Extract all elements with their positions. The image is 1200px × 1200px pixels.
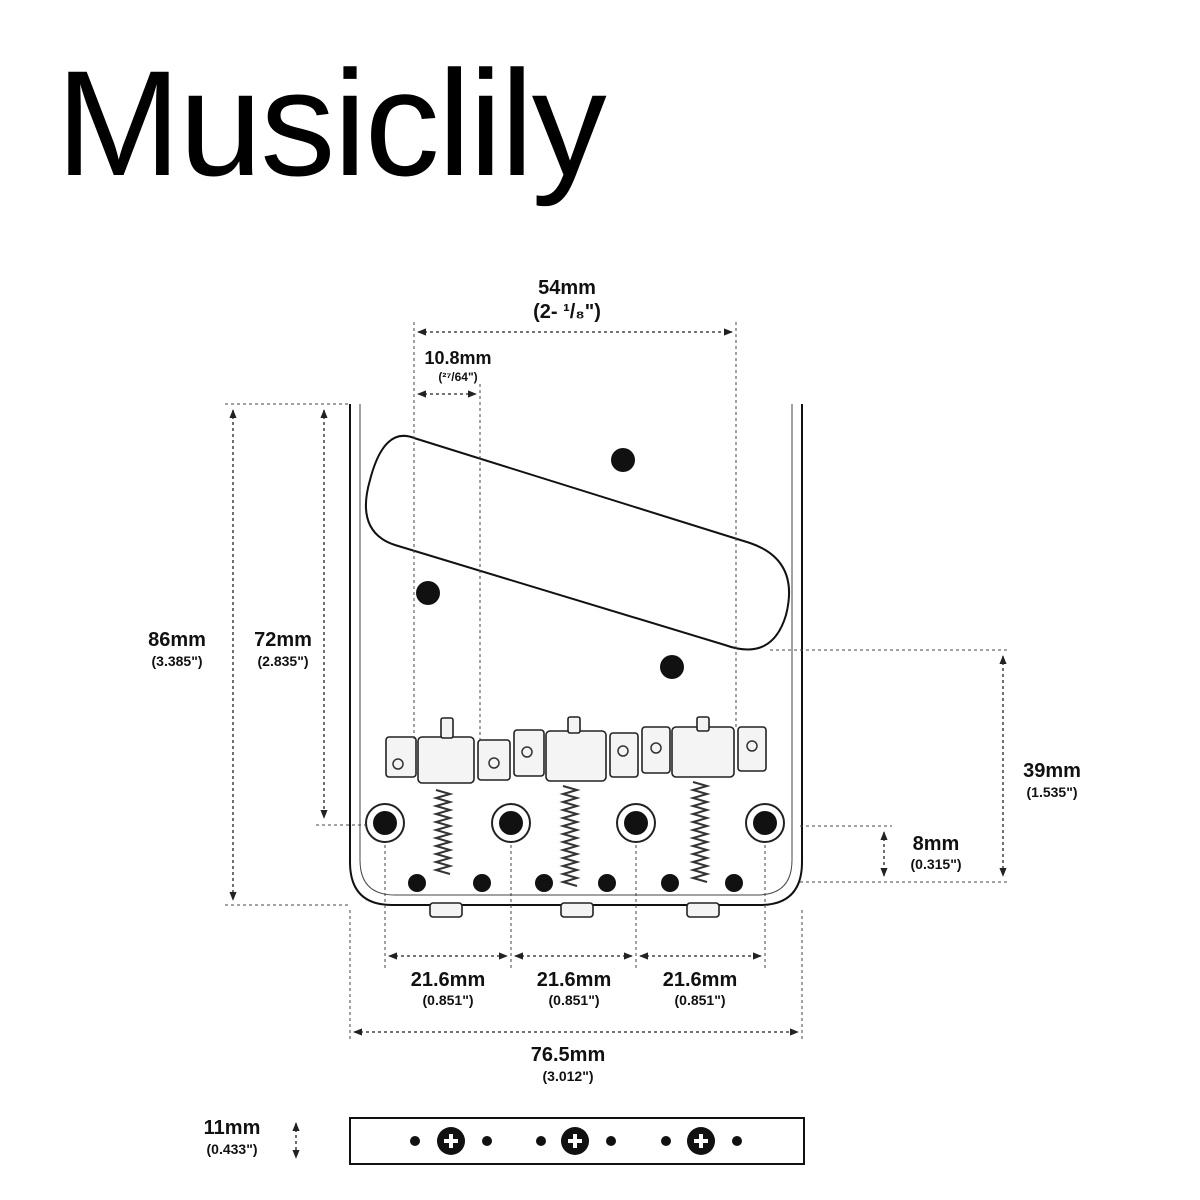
dim-8mm-main: 8mm (913, 833, 960, 855)
dim-54mm-sub: (2- ¹/₈") (533, 301, 601, 323)
pickup-slot (364, 434, 791, 651)
pickup-mount-holes (416, 448, 684, 679)
bridge-mount-holes (365, 803, 785, 843)
saddle-1 (385, 717, 511, 784)
saddle-3 (641, 716, 767, 778)
screw-head-icon (437, 1127, 465, 1155)
dim-spacing-2-main: 21.6mm (537, 969, 612, 991)
extension-lines (225, 322, 1010, 1040)
bridge-side-view (349, 1117, 805, 1165)
intonation-springs (432, 781, 711, 887)
dim-8mm-sub: (0.315") (911, 856, 962, 872)
dim-76-5mm-sub: (3.012") (543, 1068, 594, 1084)
dim-86mm-main: 86mm (148, 629, 206, 651)
brand-logo-text: Musiclily (56, 39, 607, 207)
dim-39mm-sub: (1.535") (1027, 784, 1078, 800)
dim-spacing-3-sub: (0.851") (675, 992, 726, 1008)
dim-spacing-1-main: 21.6mm (411, 969, 486, 991)
dim-spacing-3-main: 21.6mm (663, 969, 738, 991)
dimension-labels: 54mm (2- ¹/₈") 10.8mm (²⁷/64") 86mm (3.3… (148, 277, 1081, 1157)
saddle-2 (513, 716, 639, 782)
screw-head-icon (687, 1127, 715, 1155)
dim-76-5mm-main: 76.5mm (531, 1044, 606, 1066)
dim-54mm-main: 54mm (538, 277, 596, 299)
screw-head-icon (561, 1127, 589, 1155)
dim-39mm-main: 39mm (1023, 760, 1081, 782)
string-holes (408, 874, 743, 892)
dim-spacing-1-sub: (0.851") (423, 992, 474, 1008)
saddle-screw-ends (429, 902, 720, 918)
dim-86mm-sub: (3.385") (152, 653, 203, 669)
dim-spacing-2-sub: (0.851") (549, 992, 600, 1008)
dim-10-8mm-sub: (²⁷/64") (438, 370, 477, 384)
dimension-lines (229, 328, 1007, 1159)
dim-11mm-sub: (0.433") (207, 1141, 258, 1157)
dim-72mm-main: 72mm (254, 629, 312, 651)
dim-11mm-main: 11mm (204, 1117, 261, 1139)
dim-72mm-sub: (2.835") (258, 653, 309, 669)
dim-10-8mm-main: 10.8mm (424, 348, 491, 368)
